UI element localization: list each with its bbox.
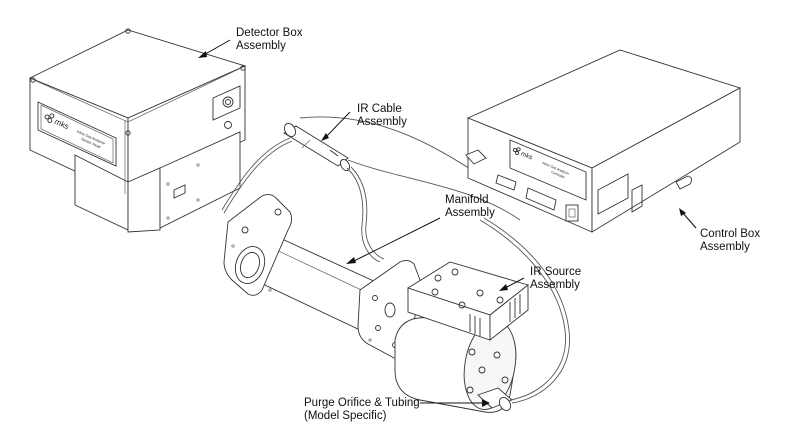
mks-logo-icon (512, 147, 518, 153)
screw-icon (125, 28, 131, 34)
detector-callout-arrow (201, 39, 231, 57)
db25-connector (525, 187, 557, 211)
screw-icon (451, 268, 459, 276)
ir-cable-callout-arrow (324, 111, 351, 139)
bolt-icon (274, 208, 282, 216)
arrowhead-icon (679, 208, 686, 216)
arrowhead-icon (321, 133, 329, 141)
grounding-stud-icon (224, 121, 232, 129)
ir-cable-assembly (221, 116, 521, 263)
control-box-side-panel (597, 173, 629, 215)
ir-source-label: IR Source Assembly (530, 266, 582, 291)
detector-box-assembly: mks Inline Gas Analyzer Sensor Head (28, 28, 247, 233)
detector-box-label: Detector Box Assembly (236, 27, 303, 52)
svg-text:Controller: Controller (551, 170, 567, 180)
db9-connector (495, 174, 517, 191)
ir-cable-label: IR Cable Assembly (357, 103, 407, 128)
manifold-label: Manifold Assembly (445, 194, 495, 219)
purge-tubing (479, 219, 566, 401)
controller-brand-text: mks (520, 150, 534, 161)
kf-port (234, 246, 266, 284)
heatsink-side (489, 284, 529, 341)
arrowhead-icon (482, 399, 490, 407)
ir-source-callout-arrow (504, 277, 525, 289)
control-box-side (591, 87, 741, 233)
screw-icon (496, 296, 504, 304)
controller-label-panel (509, 139, 587, 201)
power-connector (465, 149, 487, 165)
screw-icon (458, 301, 466, 309)
screw-icon (431, 288, 439, 296)
manifold-assembly (223, 193, 421, 360)
arrowhead-icon (499, 284, 508, 291)
control-box-label: Control Box Assembly (700, 228, 761, 253)
mounting-tab (675, 175, 693, 190)
screw-icon (240, 65, 246, 71)
screw-icon (434, 274, 442, 282)
arrowhead-icon (198, 51, 207, 58)
manifold-callout-arrow (351, 217, 441, 263)
detector-connector (212, 85, 241, 121)
control-box-callout-arrow (681, 211, 697, 229)
ir-source-assembly (394, 217, 570, 413)
purge-orifice-label: Purge Orifice & Tubing (Model Specific) (304, 397, 420, 422)
screw-icon (30, 77, 36, 83)
arrowhead-icon (346, 257, 356, 264)
screw-icon (476, 289, 484, 297)
callout-arrows (198, 39, 697, 407)
control-box-assembly: mks Inline Gas Analyzer Controller (465, 49, 742, 233)
connector-port-icon (222, 96, 234, 108)
mks-logo-icon (44, 114, 50, 120)
detector-label-panel (37, 101, 117, 167)
detector-box-side (127, 65, 246, 197)
bolt-icon (241, 226, 249, 234)
ethernet-port (565, 204, 579, 222)
screw-icon (125, 130, 131, 136)
